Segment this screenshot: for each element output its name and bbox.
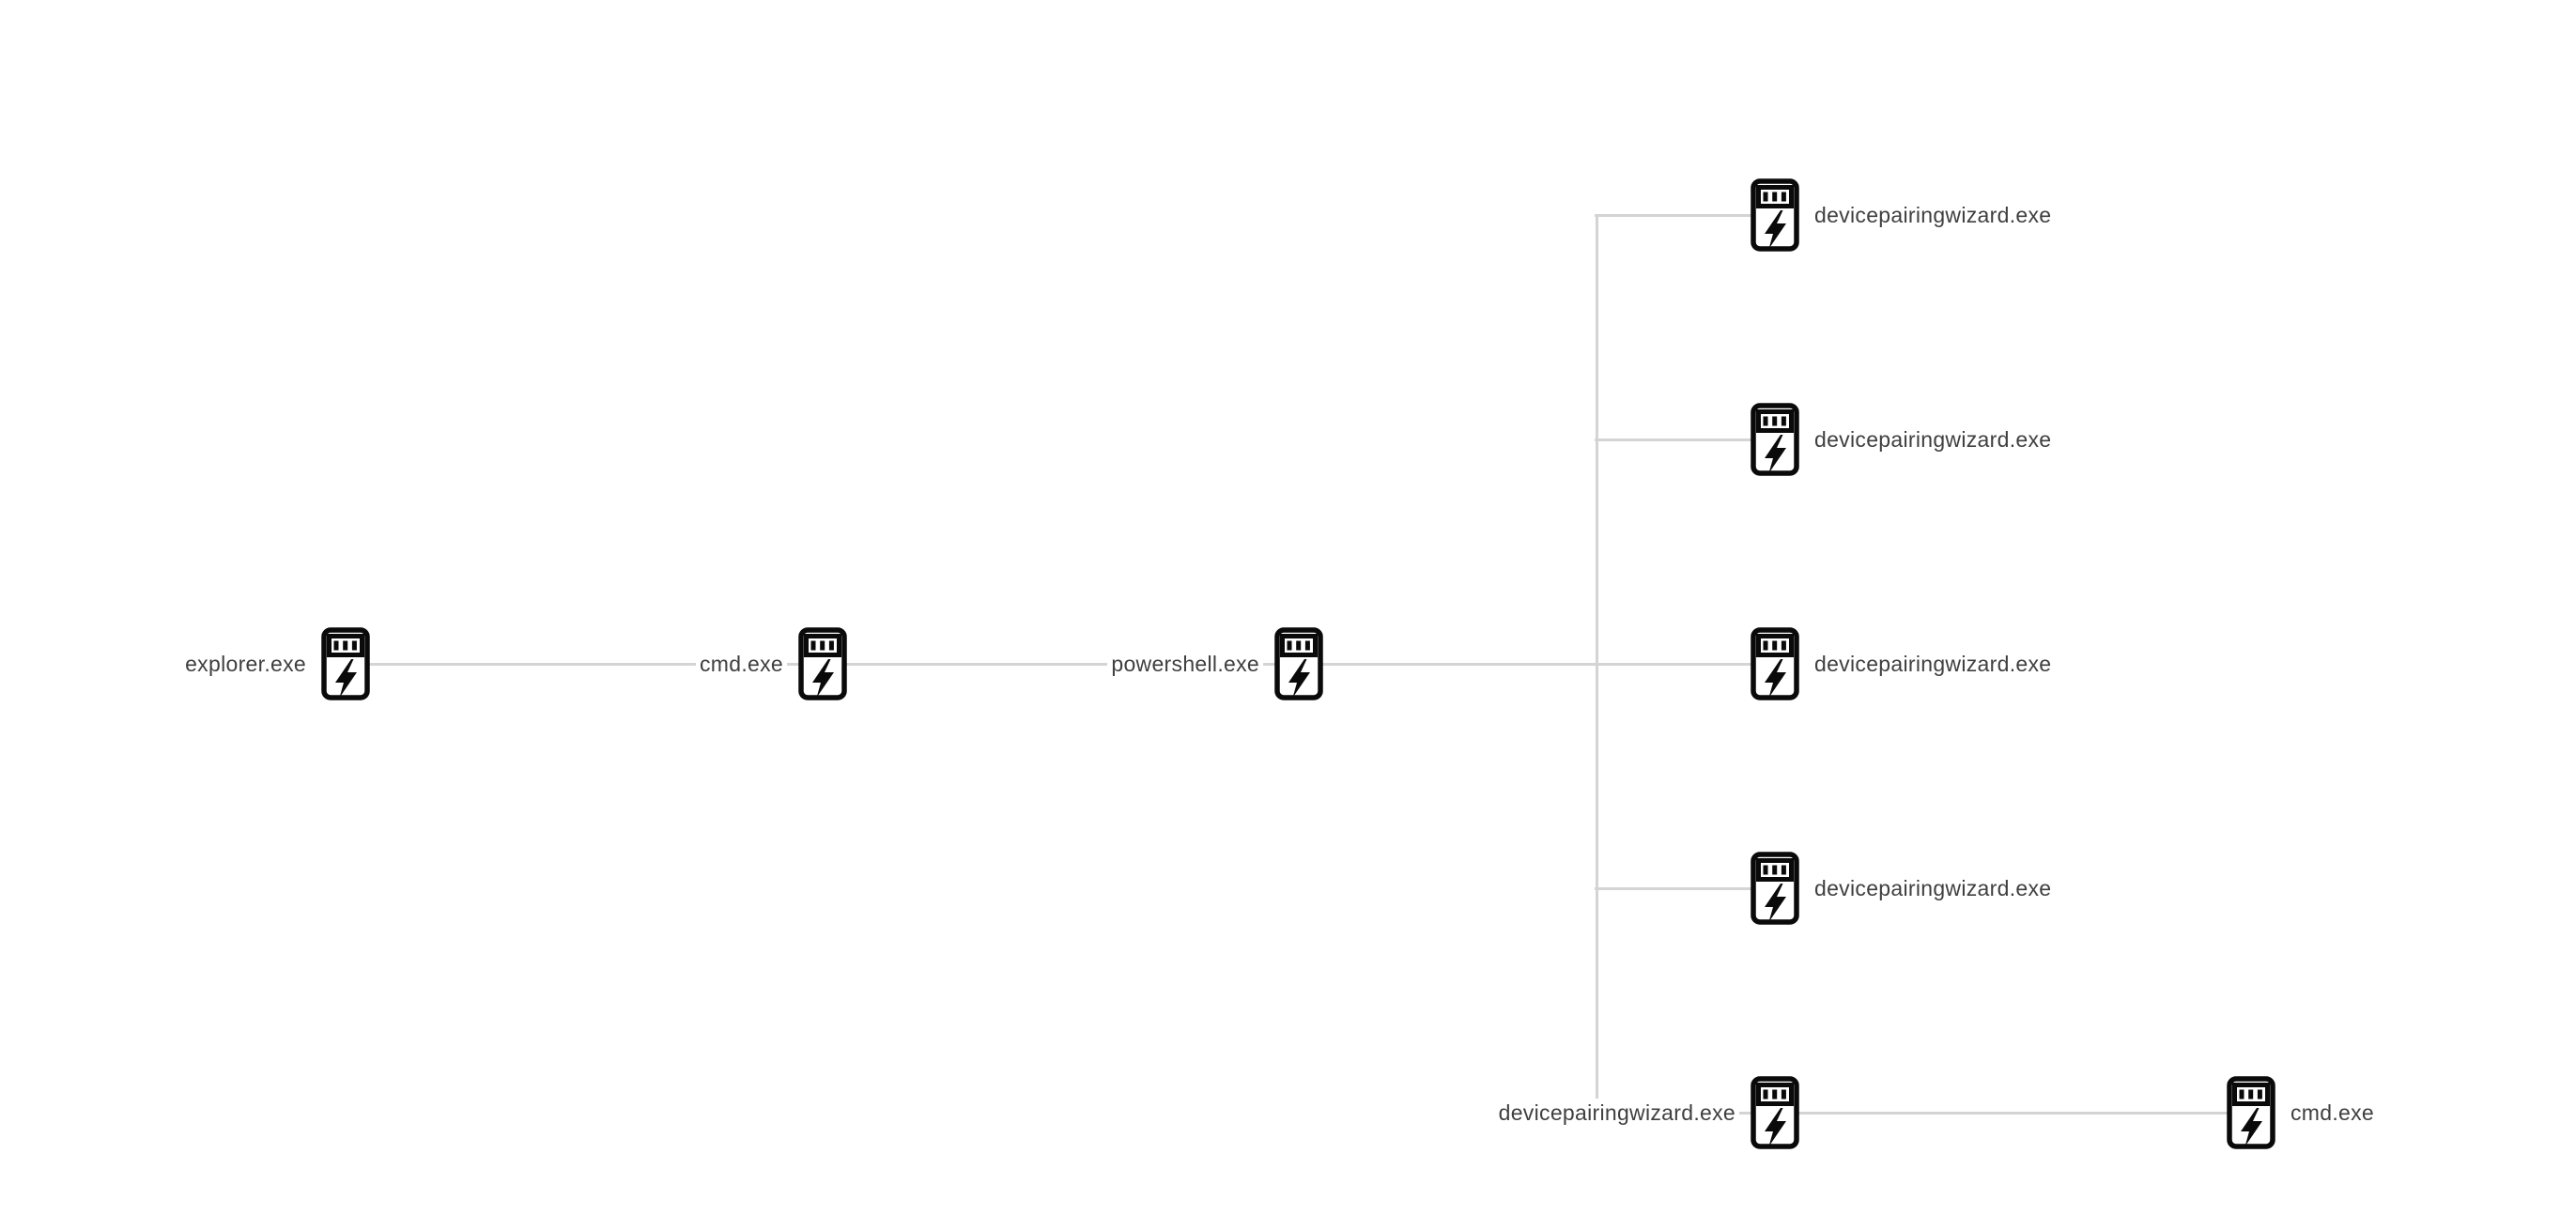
process-node-explorer-label: explorer.exe (181, 650, 310, 678)
edge-cmd1-powershell (823, 662, 1299, 666)
process-node-devicepairingwizard-2-icon[interactable] (1751, 403, 1799, 476)
edge-powershell-dpw3 (1299, 662, 1775, 666)
process-node-devicepairingwizard-1-label: devicepairingwizard.exe (1811, 201, 2056, 229)
process-node-devicepairingwizard-5-label: devicepairingwizard.exe (1494, 1099, 1739, 1127)
process-node-cmd-2-icon[interactable] (2227, 1076, 2275, 1149)
edge-dpw5-cmd2 (1735, 1111, 2251, 1115)
process-node-devicepairingwizard-3-icon[interactable] (1751, 627, 1799, 700)
process-node-devicepairingwizard-2-label: devicepairingwizard.exe (1811, 425, 2056, 454)
process-node-powershell-label: powershell.exe (1107, 650, 1263, 678)
process-node-devicepairingwizard-3-label: devicepairingwizard.exe (1811, 650, 2056, 678)
edge-explorer-cmd1 (346, 662, 823, 666)
process-node-devicepairingwizard-1-icon[interactable] (1751, 178, 1799, 252)
process-node-devicepairingwizard-4-label: devicepairingwizard.exe (1811, 874, 2056, 902)
edge-trunk-dpw1 (1595, 213, 1775, 217)
process-node-cmd-1-label: cmd.exe (695, 650, 787, 678)
process-node-cmd-2-label: cmd.exe (2287, 1099, 2379, 1127)
edge-trunk-dpw4 (1595, 886, 1775, 890)
process-node-cmd-1-icon[interactable] (798, 627, 847, 700)
process-node-explorer-icon[interactable] (321, 627, 370, 700)
process-node-devicepairingwizard-5-icon[interactable] (1751, 1076, 1799, 1149)
edge-children-trunk (1595, 215, 1598, 1101)
process-node-powershell-icon[interactable] (1274, 627, 1323, 700)
process-node-devicepairingwizard-4-icon[interactable] (1751, 852, 1799, 925)
edge-trunk-dpw2 (1595, 438, 1775, 441)
